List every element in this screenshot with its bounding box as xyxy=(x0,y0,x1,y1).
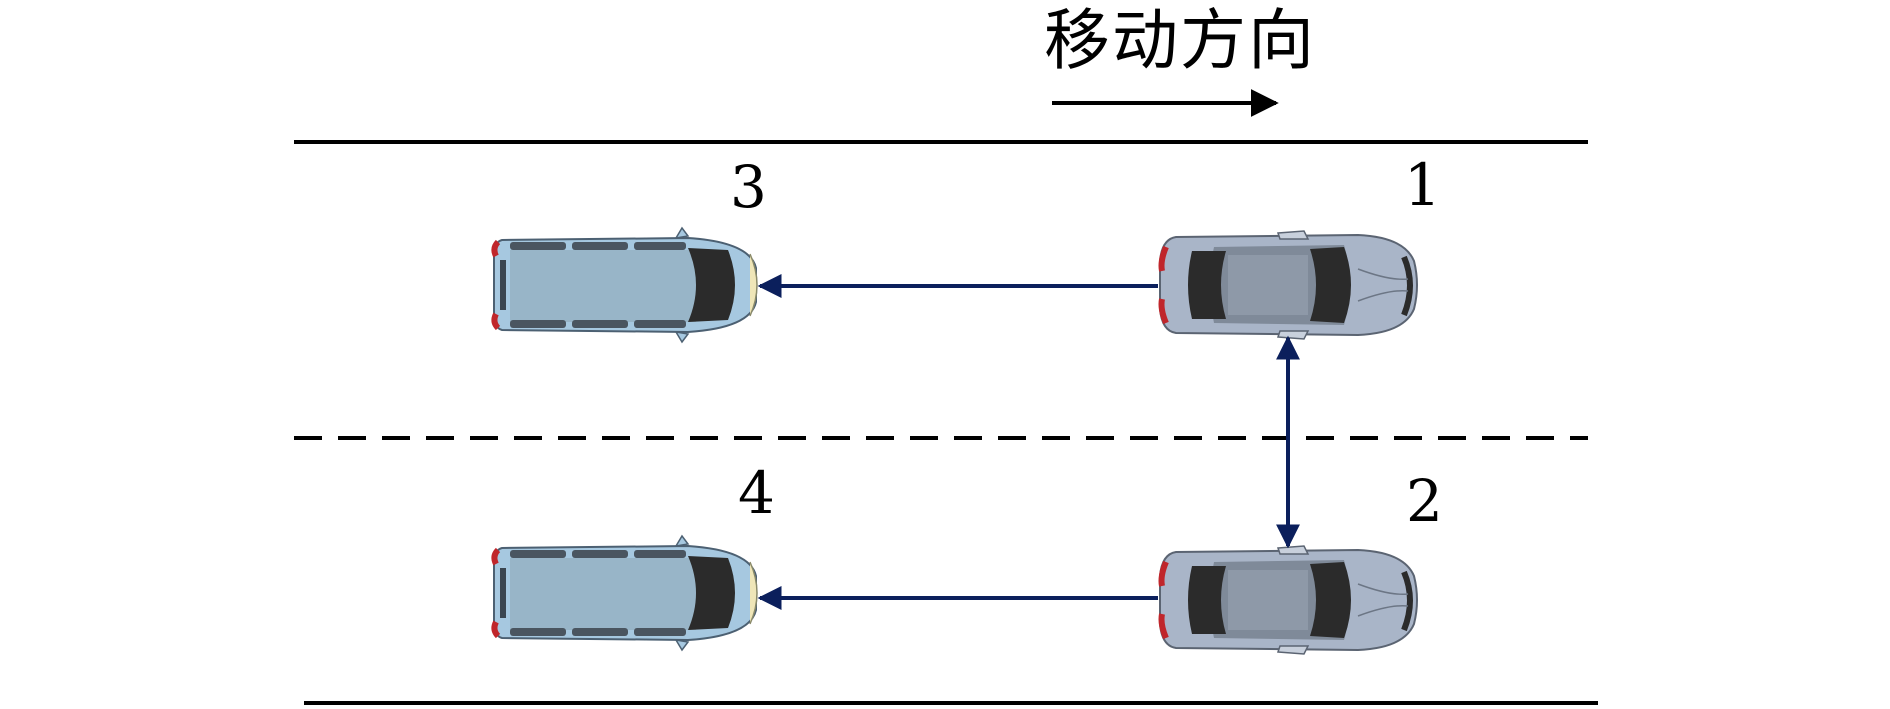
direction-label: 移动方向 xyxy=(1044,2,1316,79)
vehicle-1-sedan xyxy=(1160,231,1417,339)
vehicle-label-2: 2 xyxy=(1406,467,1443,535)
vehicle-2-sedan xyxy=(1160,546,1417,654)
vehicle-label-3: 3 xyxy=(730,153,767,221)
vehicle-label-4: 4 xyxy=(738,459,775,527)
vehicle-4-van xyxy=(494,536,757,650)
vehicle-label-1: 1 xyxy=(1404,151,1441,219)
vehicle-3-van xyxy=(494,228,757,342)
